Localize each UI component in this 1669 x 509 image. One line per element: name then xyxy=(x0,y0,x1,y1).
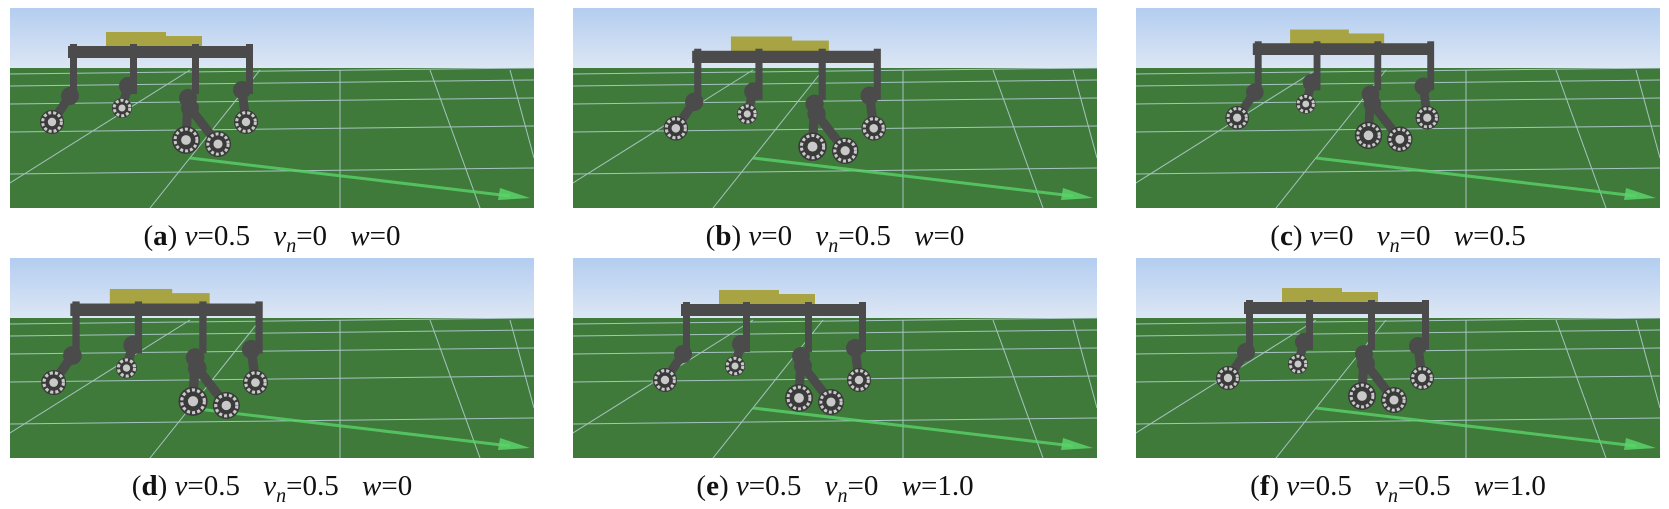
w-value: 0.5 xyxy=(1489,220,1526,252)
panel-e: (e) v=0.5 vn=0 w=1.0 xyxy=(573,258,1097,507)
vn-value: 0 xyxy=(312,220,328,252)
panel-a: (a) v=0.5 vn=0 w=0 xyxy=(10,8,534,257)
v-value: 0.5 xyxy=(1315,470,1352,502)
vn-value: 0.5 xyxy=(1414,470,1451,502)
v-value: 0.5 xyxy=(213,220,251,252)
vn-value: 0 xyxy=(1415,220,1431,252)
panel-label: a xyxy=(153,220,168,252)
w-value: 0 xyxy=(397,470,413,502)
w-value: 0 xyxy=(386,220,401,252)
panel-label: f xyxy=(1259,470,1270,502)
panel-caption: (e) v=0.5 vn=0 w=1.0 xyxy=(696,470,974,507)
panel-label: c xyxy=(1279,220,1293,252)
panel-label: d xyxy=(141,470,158,502)
panel-label: e xyxy=(706,470,719,502)
simulation-scene-image xyxy=(10,8,534,208)
panel-caption: (b) v=0 vn=0.5 w=0 xyxy=(705,220,965,257)
panel-f: (f) v=0.5 vn=0.5 w=1.0 xyxy=(1136,258,1660,507)
panel-d: (d) v=0.5 vn=0.5 w=0 xyxy=(10,258,534,507)
panel-b: (b) v=0 vn=0.5 w=0 xyxy=(573,8,1097,257)
simulation-scene-image xyxy=(573,8,1097,208)
panel-caption: (d) v=0.5 vn=0.5 w=0 xyxy=(131,470,413,507)
w-value: 0 xyxy=(949,220,965,252)
vn-value: 0 xyxy=(863,470,879,502)
w-value: 1.0 xyxy=(937,470,974,502)
v-value: 0 xyxy=(777,220,793,252)
w-value: 1.0 xyxy=(1509,470,1546,502)
v-value: 0.5 xyxy=(203,470,241,502)
v-value: 0 xyxy=(1339,220,1354,252)
simulation-scene-image xyxy=(1136,8,1660,208)
simulation-scene-image xyxy=(573,258,1097,458)
vn-value: 0.5 xyxy=(302,470,339,502)
panel-caption: (c) v=0 vn=0 w=0.5 xyxy=(1270,220,1526,257)
panel-caption: (f) v=0.5 vn=0.5 w=1.0 xyxy=(1250,470,1546,507)
simulation-scene-image xyxy=(10,258,534,458)
simulation-scene-image xyxy=(1136,258,1660,458)
vn-value: 0.5 xyxy=(854,220,891,252)
panel-caption: (a) v=0.5 vn=0 w=0 xyxy=(143,220,401,257)
v-value: 0.5 xyxy=(765,470,802,502)
panel-label: b xyxy=(715,220,732,252)
panel-c: (c) v=0 vn=0 w=0.5 xyxy=(1136,8,1660,257)
